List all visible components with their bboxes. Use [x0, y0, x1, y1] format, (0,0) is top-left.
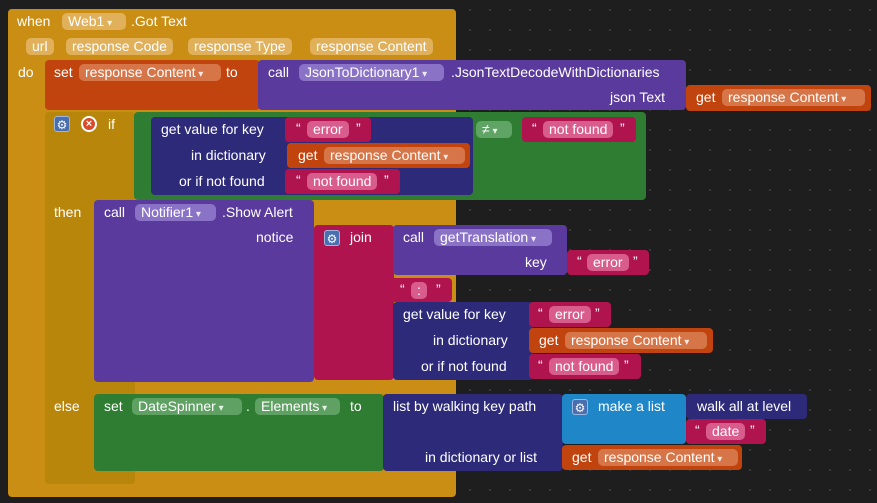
- component-dropdown-web1[interactable]: Web1: [62, 13, 126, 30]
- get-label: get: [298, 147, 318, 163]
- then-label: then: [54, 204, 82, 220]
- alert-block[interactable]: [94, 200, 314, 382]
- component-dropdown-json[interactable]: JsonToDictionary1: [299, 64, 444, 81]
- param-response-code[interactable]: response Code: [66, 38, 173, 55]
- quote-open-icon: “: [296, 172, 301, 188]
- quote-open-icon: “: [296, 120, 301, 136]
- json-text-label: json Text: [610, 89, 665, 105]
- walk-key-path-block[interactable]: [383, 394, 563, 471]
- quote-close-icon: ”: [595, 305, 600, 321]
- to-label: to: [350, 398, 362, 414]
- walk-label: list by walking key path: [393, 398, 537, 414]
- lookup1-in-dict-label: in dictionary: [191, 147, 266, 163]
- compare-operator-dropdown[interactable]: ≠: [476, 121, 512, 138]
- get-label: get: [539, 332, 559, 348]
- close-icon[interactable]: ×: [81, 116, 97, 132]
- quote-close-icon: ”: [624, 357, 629, 373]
- lookup1-or-if-label: or if not found: [179, 173, 265, 189]
- compare-text-value[interactable]: not found: [543, 121, 614, 138]
- lookup2-label: get value for key: [403, 306, 506, 322]
- quote-open-icon: “: [577, 253, 582, 269]
- param-response-type[interactable]: response Type: [188, 38, 292, 55]
- walk-all-label: walk all at level: [697, 398, 792, 414]
- get-var-dropdown[interactable]: response Content: [598, 449, 738, 466]
- component-dropdown-notifier[interactable]: Notifier1: [135, 204, 216, 221]
- call-label: call: [268, 64, 290, 80]
- event-name: .Got Text: [131, 13, 187, 29]
- join-block[interactable]: [314, 225, 394, 380]
- get-var-dropdown[interactable]: response Content: [324, 147, 465, 164]
- get-var-dropdown[interactable]: response Content: [722, 89, 865, 106]
- lookup-block-2[interactable]: [393, 302, 533, 380]
- lookup2-or-if-label: or if not found: [421, 358, 507, 374]
- method-label: .Show Alert: [222, 204, 293, 220]
- key-label: key: [525, 254, 547, 270]
- quote-open-icon: “: [538, 357, 543, 373]
- gear-icon[interactable]: ⚙: [54, 116, 70, 132]
- join-label: join: [350, 229, 372, 245]
- if-label: if: [108, 116, 115, 132]
- separator-value[interactable]: :: [411, 282, 427, 299]
- quote-close-icon: ”: [620, 120, 625, 136]
- get-label: get: [696, 89, 716, 105]
- make-list-label: make a list: [598, 398, 665, 414]
- else-label: else: [54, 398, 80, 414]
- lookup1-label: get value for key: [161, 121, 264, 137]
- quote-open-icon: “: [695, 422, 700, 438]
- quote-close-icon: ”: [750, 422, 755, 438]
- quote-open-icon: “: [400, 281, 405, 297]
- lookup2-key[interactable]: error: [549, 306, 591, 323]
- param-url[interactable]: url: [26, 38, 54, 55]
- lookup1-not-found[interactable]: not found: [307, 173, 378, 190]
- set-label: set: [54, 64, 73, 80]
- call-label: call: [403, 229, 425, 245]
- quote-close-icon: ”: [384, 172, 389, 188]
- notice-label: notice: [256, 229, 294, 245]
- lookup1-key[interactable]: error: [307, 121, 349, 138]
- var-dropdown-response-content[interactable]: response Content: [79, 64, 221, 81]
- quote-open-icon: “: [532, 120, 537, 136]
- in-dict-or-list-label: in dictionary or list: [425, 449, 538, 465]
- get-label: get: [572, 449, 592, 465]
- do-label: do: [18, 64, 34, 80]
- quote-close-icon: ”: [356, 120, 361, 136]
- lookup2-not-found[interactable]: not found: [549, 358, 620, 375]
- gear-icon[interactable]: ⚙: [572, 399, 588, 415]
- property-dropdown-elements[interactable]: Elements: [255, 398, 340, 415]
- param-response-content[interactable]: response Content: [310, 38, 433, 55]
- translation-key[interactable]: error: [587, 254, 629, 271]
- quote-close-icon: ”: [633, 253, 638, 269]
- when-label: when: [17, 13, 51, 29]
- set-label: set: [104, 398, 123, 414]
- component-dropdown-datespinner[interactable]: DateSpinner: [132, 398, 242, 415]
- dot-label: .: [246, 398, 250, 414]
- call-label: call: [104, 204, 126, 220]
- method-label: .JsonTextDecodeWithDictionaries: [451, 64, 660, 80]
- date-value[interactable]: date: [706, 423, 746, 440]
- gear-icon[interactable]: ⚙: [324, 230, 340, 246]
- quote-close-icon: ”: [436, 281, 441, 297]
- lookup2-in-dict-label: in dictionary: [433, 332, 508, 348]
- get-var-dropdown[interactable]: response Content: [565, 332, 707, 349]
- procedure-dropdown-gettranslation[interactable]: getTranslation: [434, 229, 552, 246]
- walk-all-block[interactable]: [686, 394, 807, 419]
- quote-open-icon: “: [538, 305, 543, 321]
- to-label: to: [226, 64, 238, 80]
